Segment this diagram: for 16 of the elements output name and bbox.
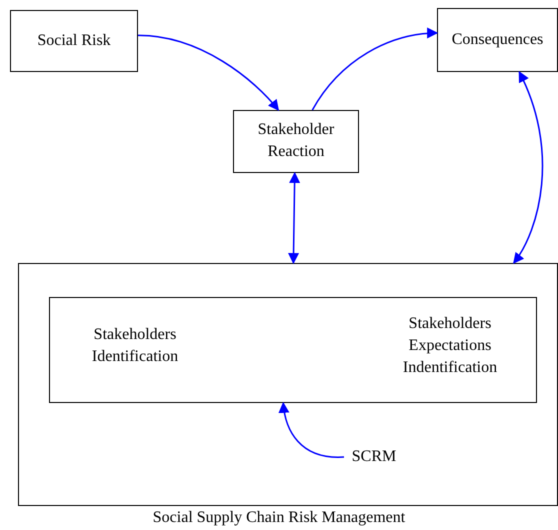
process-box bbox=[10, 10, 138, 72]
node-label: Social Risk bbox=[36, 31, 112, 51]
process-box bbox=[437, 8, 558, 72]
node-label: Stakeholder Reaction bbox=[256, 120, 336, 162]
node-text: Stakeholders Expectations Indentification bbox=[402, 314, 498, 378]
container-caption: Social Supply Chain Risk Management bbox=[152, 508, 406, 528]
arrow bbox=[288, 172, 300, 264]
arrow bbox=[312, 28, 438, 110]
edge-source-label: SCRM bbox=[350, 447, 398, 467]
node-text: Stakeholders Identification bbox=[90, 325, 180, 367]
node-label: Consequences bbox=[450, 30, 544, 50]
arrow bbox=[278, 402, 344, 458]
arrow bbox=[138, 34, 280, 111]
inner-box bbox=[49, 297, 537, 403]
process-box bbox=[233, 110, 359, 173]
arrow bbox=[513, 71, 544, 264]
